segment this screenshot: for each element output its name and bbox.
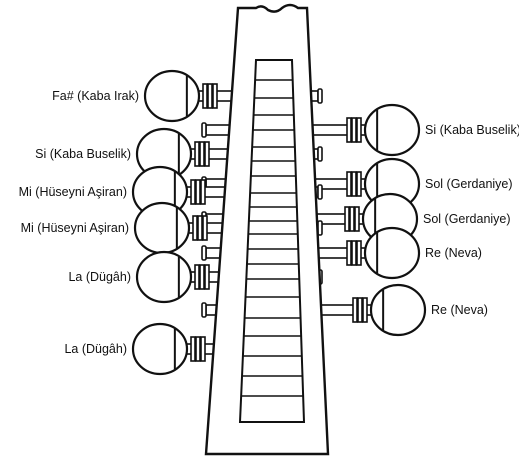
peg-head [369,283,427,337]
peg-tip [317,184,323,200]
peg-collar [362,297,368,323]
peg-collar [349,206,355,232]
peg-head [133,201,191,255]
peg-collar [204,264,210,290]
right-peg-label: Re (Neva) [431,303,488,317]
peg-collar [204,141,210,167]
peg-collar [352,297,358,323]
peg-collar [357,297,363,323]
peg-collar [195,336,201,362]
peg-collar [194,264,200,290]
peg-collar [190,336,196,362]
peg-collar [195,179,201,205]
peg-head [363,103,421,157]
peg-head [143,69,201,123]
neck-slot [238,59,306,423]
peg-head [131,322,189,376]
right-peg-label: Re (Neva) [425,246,482,260]
peg-head [363,226,421,280]
peg-collar [190,179,196,205]
peg-labels: Si (Kaba Buselik) Sol (Gerdaniye) Sol (Ger… [19,89,519,356]
left-peg-label: Fa# (Kaba Irak) [52,89,139,103]
right-peg-label: Si (Kaba Buselik) [425,123,519,137]
peg-collar [356,117,362,143]
peg-collar [346,171,352,197]
peg-tip [317,146,323,162]
peg-collar [212,83,218,109]
peg-collar [346,117,352,143]
peg-tip [201,302,207,318]
right-peg-label: Sol (Gerdaniye) [425,177,513,191]
peg-collar [192,215,198,241]
left-peg-label: La (Dügâh) [64,342,127,356]
left-peg-label: Si (Kaba Buselik) [35,147,131,161]
peg-collar [199,141,205,167]
left-peg-label: La (Dügâh) [68,270,131,284]
peg-collar [356,240,362,266]
peg-collar [346,240,352,266]
peg-tip [201,122,207,138]
peg-collar [207,83,213,109]
right-peg-label: Sol (Gerdaniye) [423,212,511,226]
peg-collar [199,264,205,290]
peg-collar [351,171,357,197]
peg-collar [356,171,362,197]
peg-collar [351,240,357,266]
peg-collar [351,117,357,143]
peg-collar [344,206,350,232]
peg-collar [202,83,208,109]
left-peg-label: Mi (Hüseyni Aşiran) [19,185,127,199]
peg-collar [200,179,206,205]
peg-collar [202,215,208,241]
peg-collar [354,206,360,232]
peg-tip [201,245,207,261]
peg-collar [197,215,203,241]
pegbox-neck [204,3,330,456]
peg-collar [200,336,206,362]
peg-head [135,250,193,304]
left-peg-label: Mi (Hüseyni Aşiran) [21,221,129,235]
peg-collar [194,141,200,167]
peg-tip [317,88,323,104]
